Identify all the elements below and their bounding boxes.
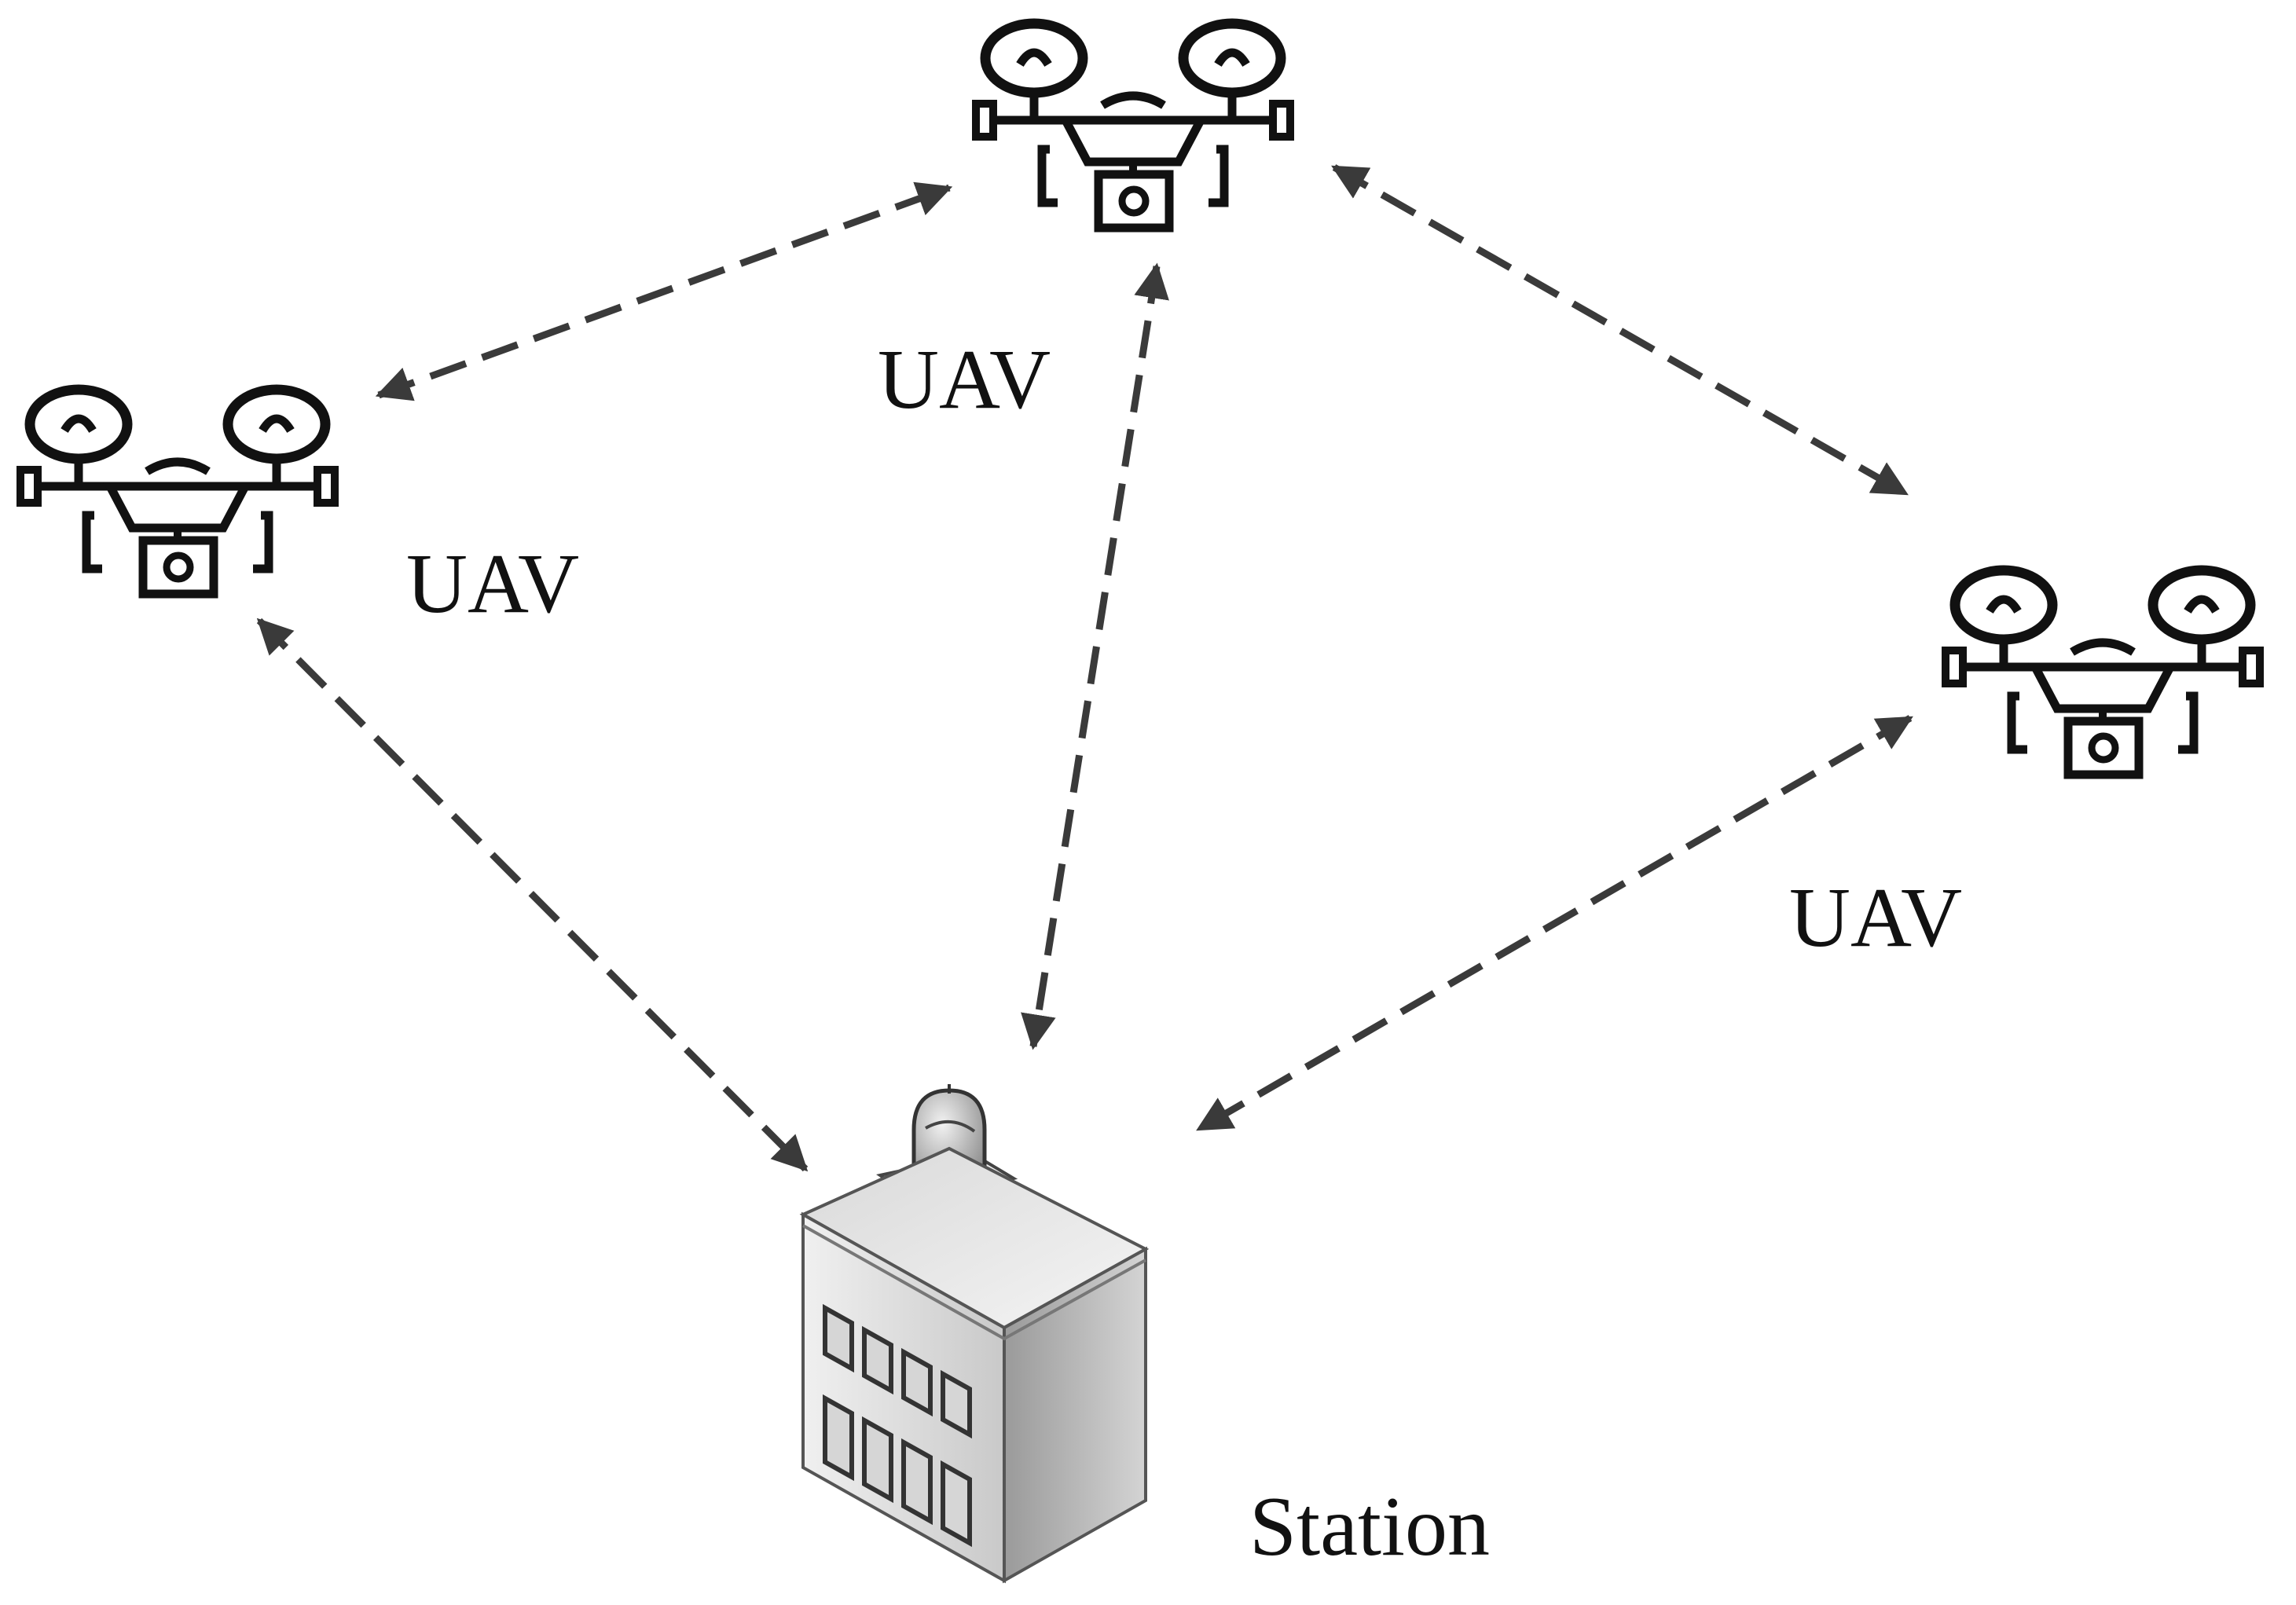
station-building-icon	[799, 1084, 1150, 1584]
uav-top-drone-icon	[976, 24, 1290, 228]
link-uav-top-station	[1021, 262, 1169, 1050]
uav-top-label: UAV	[878, 333, 1051, 427]
uav-left-label: UAV	[406, 537, 580, 631]
link-uav-top-uav-right	[1331, 164, 1909, 497]
station-label: Station	[1249, 1480, 1491, 1574]
uav-right-label: UAV	[1789, 871, 1963, 965]
link-uav-left-station	[256, 617, 809, 1172]
uav-right-drone-icon	[1946, 570, 2260, 775]
links	[256, 164, 1913, 1172]
uav-left-drone-icon	[20, 390, 335, 594]
link-uav-left-uav-top	[375, 181, 953, 401]
link-uav-right-station	[1196, 715, 1913, 1132]
